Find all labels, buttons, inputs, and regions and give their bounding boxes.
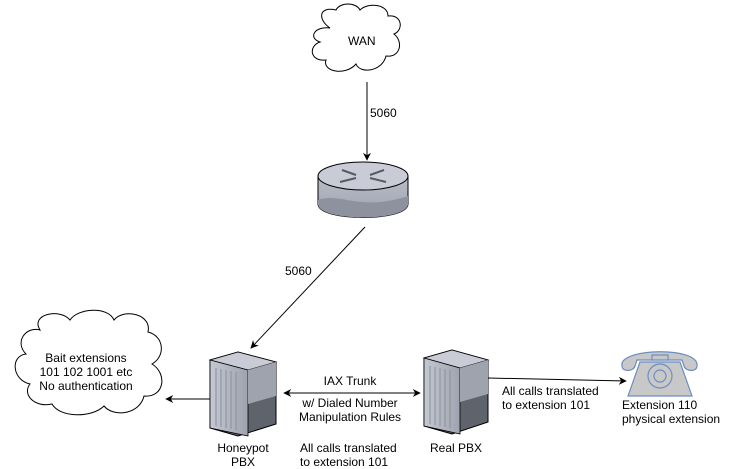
bait-cloud bbox=[14, 309, 163, 416]
phone-note-line-2: to extension 101 bbox=[502, 398, 591, 412]
telephone-icon bbox=[621, 351, 698, 397]
router-icon bbox=[317, 161, 409, 218]
bait-cloud-label: Bait extensions 101 102 1001 etc No auth… bbox=[36, 351, 136, 393]
wan-cloud bbox=[311, 3, 401, 72]
edge-realpbx-phone bbox=[487, 376, 627, 385]
wan-label: WAN bbox=[348, 34, 376, 48]
trunk-sublabel: w/ Dialed Number Manipulation Rules bbox=[292, 396, 408, 424]
bait-line-3: No authentication bbox=[39, 379, 133, 393]
edge-wan-router-label: 5060 bbox=[370, 106, 397, 120]
bait-line-1: Bait extensions bbox=[45, 351, 127, 365]
phone-label: Extension 110 physical extension bbox=[622, 398, 720, 426]
phone-line-1: Extension 110 bbox=[622, 398, 698, 412]
edge-router-honeypot bbox=[250, 226, 366, 349]
trunk-note: All calls translated to extension 101 bbox=[300, 441, 397, 469]
honeypot-label: Honeypot PBX bbox=[206, 441, 280, 469]
realpbx-server-icon bbox=[422, 349, 490, 435]
honeypot-line-2: PBX bbox=[230, 455, 255, 469]
bait-line-2: 101 102 1001 etc bbox=[39, 365, 133, 379]
trunk-note-line-2: to extension 101 bbox=[300, 455, 389, 469]
trunk-subline-2: Manipulation Rules bbox=[298, 410, 402, 424]
trunk-subline-1: w/ Dialed Number bbox=[302, 396, 398, 410]
honeypot-server-icon bbox=[208, 351, 278, 437]
phone-line-2: physical extension bbox=[622, 412, 721, 426]
trunk-label: IAX Trunk bbox=[323, 374, 377, 388]
honeypot-line-1: Honeypot bbox=[217, 441, 269, 455]
trunk-note-line-1: All calls translated bbox=[300, 441, 397, 455]
realpbx-phone-note: All calls translated to extension 101 bbox=[502, 384, 599, 412]
realpbx-label: Real PBX bbox=[430, 441, 483, 455]
phone-note-line-1: All calls translated bbox=[502, 384, 599, 398]
edge-router-honeypot-label: 5060 bbox=[285, 264, 312, 278]
